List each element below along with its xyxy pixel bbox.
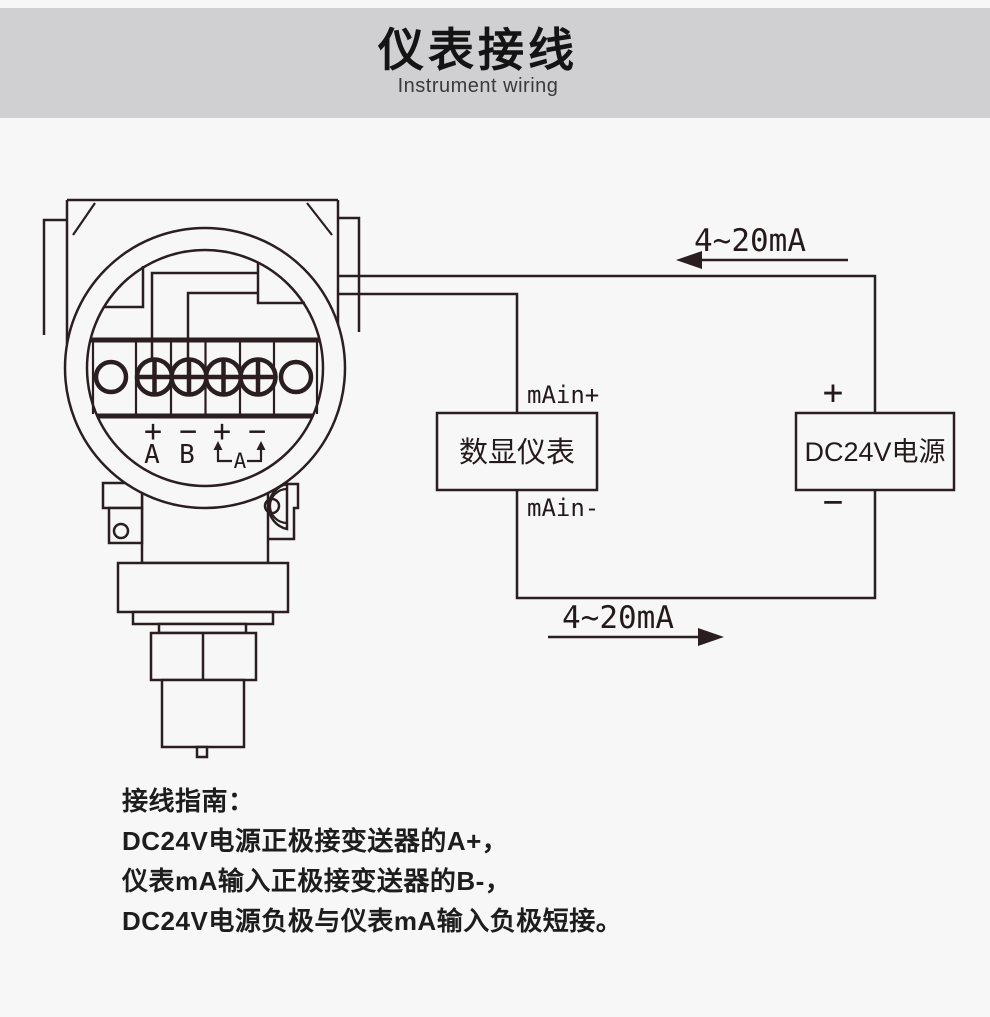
terminal-b-label: B bbox=[179, 440, 195, 470]
loop-current-bottom-label: 4~20mA bbox=[562, 600, 674, 636]
wiring-guide-line-2: 仪表mA输入正极接变送器的B-， bbox=[122, 866, 512, 896]
flange bbox=[116, 561, 290, 614]
right-bracket bbox=[263, 482, 300, 541]
wiring-guide-title: 接线指南： bbox=[122, 786, 255, 816]
transmitter-lower-body bbox=[101, 481, 300, 759]
hex-nut bbox=[149, 631, 258, 682]
wire-to-power-plus bbox=[337, 274, 877, 413]
power-neg-sign: − bbox=[823, 482, 843, 522]
mount-hole-right bbox=[278, 359, 314, 395]
chamfer-mark-left bbox=[72, 202, 96, 236]
page-subtitle: Instrument wiring bbox=[397, 75, 559, 97]
chamfer-mark-right bbox=[306, 202, 333, 236]
meter-input-neg-label: mAin- bbox=[527, 494, 599, 522]
page-title: 仪表接线 bbox=[378, 24, 578, 76]
terminal-1-sign: + bbox=[144, 414, 162, 449]
flange-step-2 bbox=[157, 622, 248, 635]
terminal-strip bbox=[91, 337, 319, 419]
aperture-right bbox=[256, 263, 305, 305]
terminal-compartment: + − + − A B A bbox=[63, 226, 347, 510]
power-pos-sign: + bbox=[823, 373, 843, 413]
loop-wiring bbox=[337, 274, 877, 600]
power-box: DC24V电源 + − bbox=[794, 373, 956, 522]
wiring-guide: 接线指南： DC24V电源正极接变送器的A+， 仪表mA输入正极接变送器的B-，… bbox=[122, 781, 622, 941]
header-band: 仪表接线 Instrument wiring bbox=[0, 8, 990, 118]
wire-a-plus-internal bbox=[150, 271, 258, 360]
terminal-3-sign: + bbox=[213, 414, 231, 449]
right-bracket-hole bbox=[263, 497, 281, 515]
mount-hole-left bbox=[93, 359, 129, 395]
wire-to-meter-plus bbox=[337, 292, 519, 413]
flange-step-1 bbox=[131, 610, 275, 626]
terminal-labels: + − + − A B A bbox=[144, 414, 266, 473]
terminal-4-sign: − bbox=[248, 414, 266, 449]
arrowhead-left bbox=[676, 251, 702, 269]
power-label: DC24V电源 bbox=[804, 437, 945, 467]
terminal-34-label: A bbox=[234, 449, 247, 473]
wiring-guide-line-3: DC24V电源负极与仪表mA输入负极短接。 bbox=[122, 906, 623, 936]
aperture-left bbox=[104, 266, 145, 309]
wire-minus-link bbox=[515, 490, 877, 600]
thread-body bbox=[160, 678, 246, 749]
meter-input-pos-label: mAin+ bbox=[527, 381, 599, 409]
left-bracket-hole bbox=[112, 522, 130, 540]
current-arrow-bottom: 4~20mA bbox=[548, 600, 724, 646]
terminal-a-label: A bbox=[144, 440, 160, 470]
sensor-tip bbox=[195, 745, 209, 759]
screw-terminals bbox=[134, 357, 278, 397]
transmitter-housing bbox=[42, 198, 361, 344]
terminal-2-sign: − bbox=[179, 414, 197, 449]
current-arrow-top: 4~20mA bbox=[676, 223, 848, 269]
left-bracket bbox=[101, 481, 144, 545]
terminal-34-bracket: A bbox=[213, 441, 266, 473]
wiring-guide-line-1: DC24V电源正极接变送器的A+， bbox=[122, 826, 509, 856]
meter-label: 数显仪表 bbox=[459, 436, 575, 469]
loop-current-top-label: 4~20mA bbox=[694, 223, 806, 259]
meter-box: 数显仪表 mAin+ mAin- bbox=[435, 381, 599, 522]
arrowhead-right bbox=[698, 628, 724, 646]
